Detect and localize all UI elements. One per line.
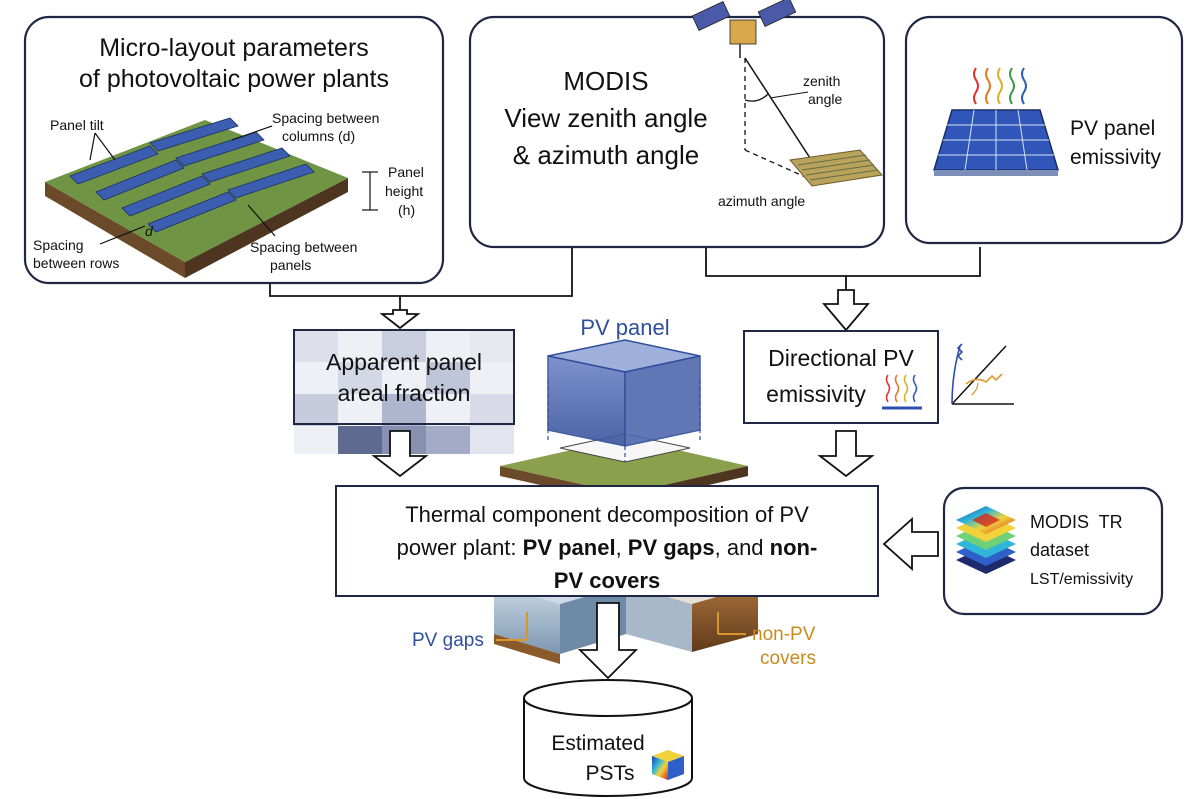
modis-angles-title-line2: View zenith angle bbox=[504, 103, 707, 133]
spacing-panels-label-line1: Spacing between bbox=[250, 239, 357, 255]
modis-tr-line1: MODIS TR bbox=[1030, 512, 1123, 532]
small-emission-icon bbox=[882, 374, 922, 410]
arrow-modis-tr-to-decomposition bbox=[882, 516, 939, 572]
pv-panel-icon bbox=[932, 109, 1060, 176]
micro-layout-title-line1: Micro-layout parameters bbox=[99, 34, 369, 62]
decomposition-pv-gaps: PV gaps bbox=[628, 535, 715, 560]
pv-gaps-label: PV gaps bbox=[412, 630, 484, 651]
solar-farm-block-icon bbox=[45, 117, 348, 278]
directional-line2: emissivity bbox=[766, 381, 866, 407]
modis-angles-title-line3: & azimuth angle bbox=[513, 140, 699, 170]
decomposition-sep1: , bbox=[616, 535, 628, 560]
zenith-label-line1: zenith bbox=[803, 73, 840, 89]
non-pv-label-line1: non-PV bbox=[752, 624, 816, 645]
panel-height-label-line1: Panel bbox=[388, 164, 424, 180]
modis-tr-line2: dataset bbox=[1030, 540, 1089, 560]
arrow-areal-to-decomposition bbox=[371, 430, 429, 478]
decomposition-line1: Thermal component decomposition of PV bbox=[405, 502, 809, 527]
micro-layout-box: Micro-layout parameters of photovoltaic … bbox=[23, 15, 445, 285]
panel-emissivity-line2: emissivity bbox=[1070, 146, 1162, 169]
arrow-directional-to-decomposition bbox=[817, 430, 875, 478]
decomposition-line2-prefix: power plant: bbox=[397, 535, 523, 560]
decomposition-line2: power plant: PV panel, PV gaps, and non- bbox=[397, 535, 818, 560]
directional-line1: Directional PV bbox=[768, 345, 914, 371]
connectors bbox=[269, 247, 981, 310]
zenith-label-line2: angle bbox=[808, 91, 842, 107]
modis-tr-box: MODIS TR dataset LST/emissivity bbox=[942, 486, 1164, 616]
arrow-decomposition-to-estimated bbox=[577, 602, 639, 680]
areal-fraction-line2: areal fraction bbox=[338, 380, 471, 406]
decomposition-line3: PV covers bbox=[554, 568, 660, 593]
emission-waves-icon bbox=[973, 67, 1027, 105]
spacing-rows-label-line2: between rows bbox=[33, 255, 119, 271]
angular-emission-icon bbox=[951, 343, 1014, 405]
arrow-to-areal-fraction bbox=[379, 309, 421, 330]
d-symbol-label: d bbox=[145, 223, 154, 239]
non-pv-label-line2: covers bbox=[760, 648, 816, 669]
areal-fraction-box: Apparent panel areal fraction bbox=[293, 329, 515, 454]
azimuth-label: azimuth angle bbox=[718, 193, 805, 209]
directional-box: Directional PV emissivity bbox=[743, 330, 939, 424]
panel-tilt-label: Panel tilt bbox=[50, 117, 104, 133]
panel-emissivity-box: PV panel emissivity bbox=[904, 15, 1184, 245]
estimated-line1: Estimated bbox=[551, 732, 644, 755]
decomposition-pv-panel: PV panel bbox=[523, 535, 616, 560]
decomposition-non: non- bbox=[770, 535, 818, 560]
decomposition-sep2: , and bbox=[715, 535, 770, 560]
panel-height-label-line3: (h) bbox=[398, 202, 415, 218]
panel-height-label-line2: height bbox=[385, 183, 423, 199]
areal-fraction-line1: Apparent panel bbox=[326, 349, 482, 375]
arrow-to-directional bbox=[822, 289, 870, 332]
decomposition-box: Thermal component decomposition of PV po… bbox=[335, 485, 879, 597]
pst-cube-icon bbox=[652, 750, 684, 780]
panel-emissivity-line1: PV panel bbox=[1070, 117, 1155, 140]
spacing-panels-label-line2: panels bbox=[270, 257, 311, 273]
pv-panel-label: PV panel bbox=[580, 315, 669, 340]
modis-tr-line3: LST/emissivity bbox=[1030, 571, 1133, 588]
modis-angles-box: MODIS View zenith angle & azimuth angle … bbox=[468, 0, 886, 249]
areal-fraction-mosaic-icon bbox=[294, 330, 514, 454]
micro-layout-title-line2: of photovoltaic power plants bbox=[79, 65, 389, 93]
modis-angles-title-line1: MODIS bbox=[563, 66, 648, 96]
estimated-line2: PSTs bbox=[585, 762, 634, 785]
spacing-columns-label-line2: columns (d) bbox=[282, 128, 355, 144]
estimated-psts-cylinder: Estimated PSTs bbox=[523, 679, 693, 797]
satellite-icon bbox=[691, 0, 797, 58]
layered-raster-icon bbox=[956, 506, 1016, 574]
pv-panel-cube-icon bbox=[500, 339, 748, 504]
spacing-columns-label-line1: Spacing between bbox=[272, 110, 379, 126]
spacing-rows-label-line1: Spacing bbox=[33, 237, 84, 253]
ground-pv-patch-icon bbox=[789, 149, 883, 187]
